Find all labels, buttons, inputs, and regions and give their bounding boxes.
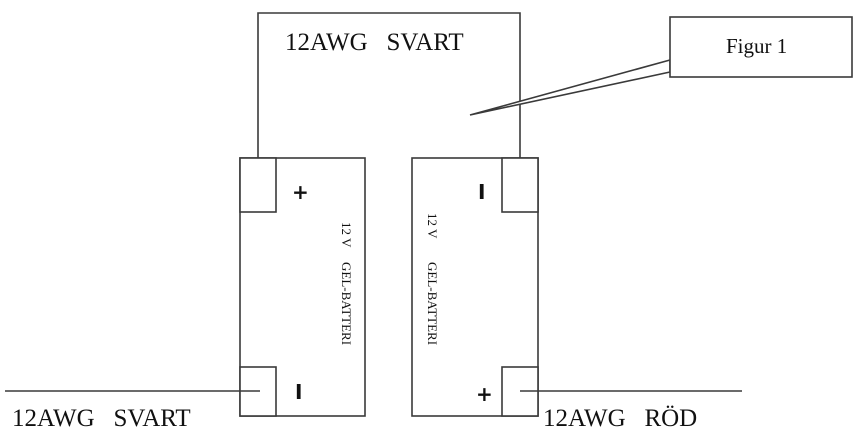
battery-right-minus-sign: I	[478, 180, 485, 204]
bottom-left-wire-label: 12AWG SVART	[12, 405, 191, 432]
battery-left-type: GEL-BATTERI	[339, 262, 354, 345]
battery-left-voltage: 12 V	[339, 222, 354, 248]
battery-right-voltage: 12 V	[425, 213, 440, 239]
battery-right-plus-sign: +	[476, 382, 493, 406]
battery-right: I + 12 V GEL-BATTERI	[411, 157, 539, 417]
top-wire-label: 12AWG SVART	[285, 29, 464, 56]
battery-right-type: GEL-BATTERI	[425, 262, 440, 345]
bottom-right-wire-label: 12AWG RÖD	[543, 405, 697, 432]
battery-left-plus-sign: +	[292, 180, 309, 204]
callout-box	[669, 16, 853, 78]
battery-left-top-terminal	[239, 157, 277, 213]
battery-left: + I 12 V GEL-BATTERI	[239, 157, 366, 417]
battery-right-top-terminal	[501, 157, 539, 213]
callout-pointer	[469, 58, 671, 116]
top-connecting-wire	[257, 12, 521, 160]
battery-left-minus-sign: I	[295, 380, 302, 404]
callout-label: Figur 1	[726, 34, 787, 58]
